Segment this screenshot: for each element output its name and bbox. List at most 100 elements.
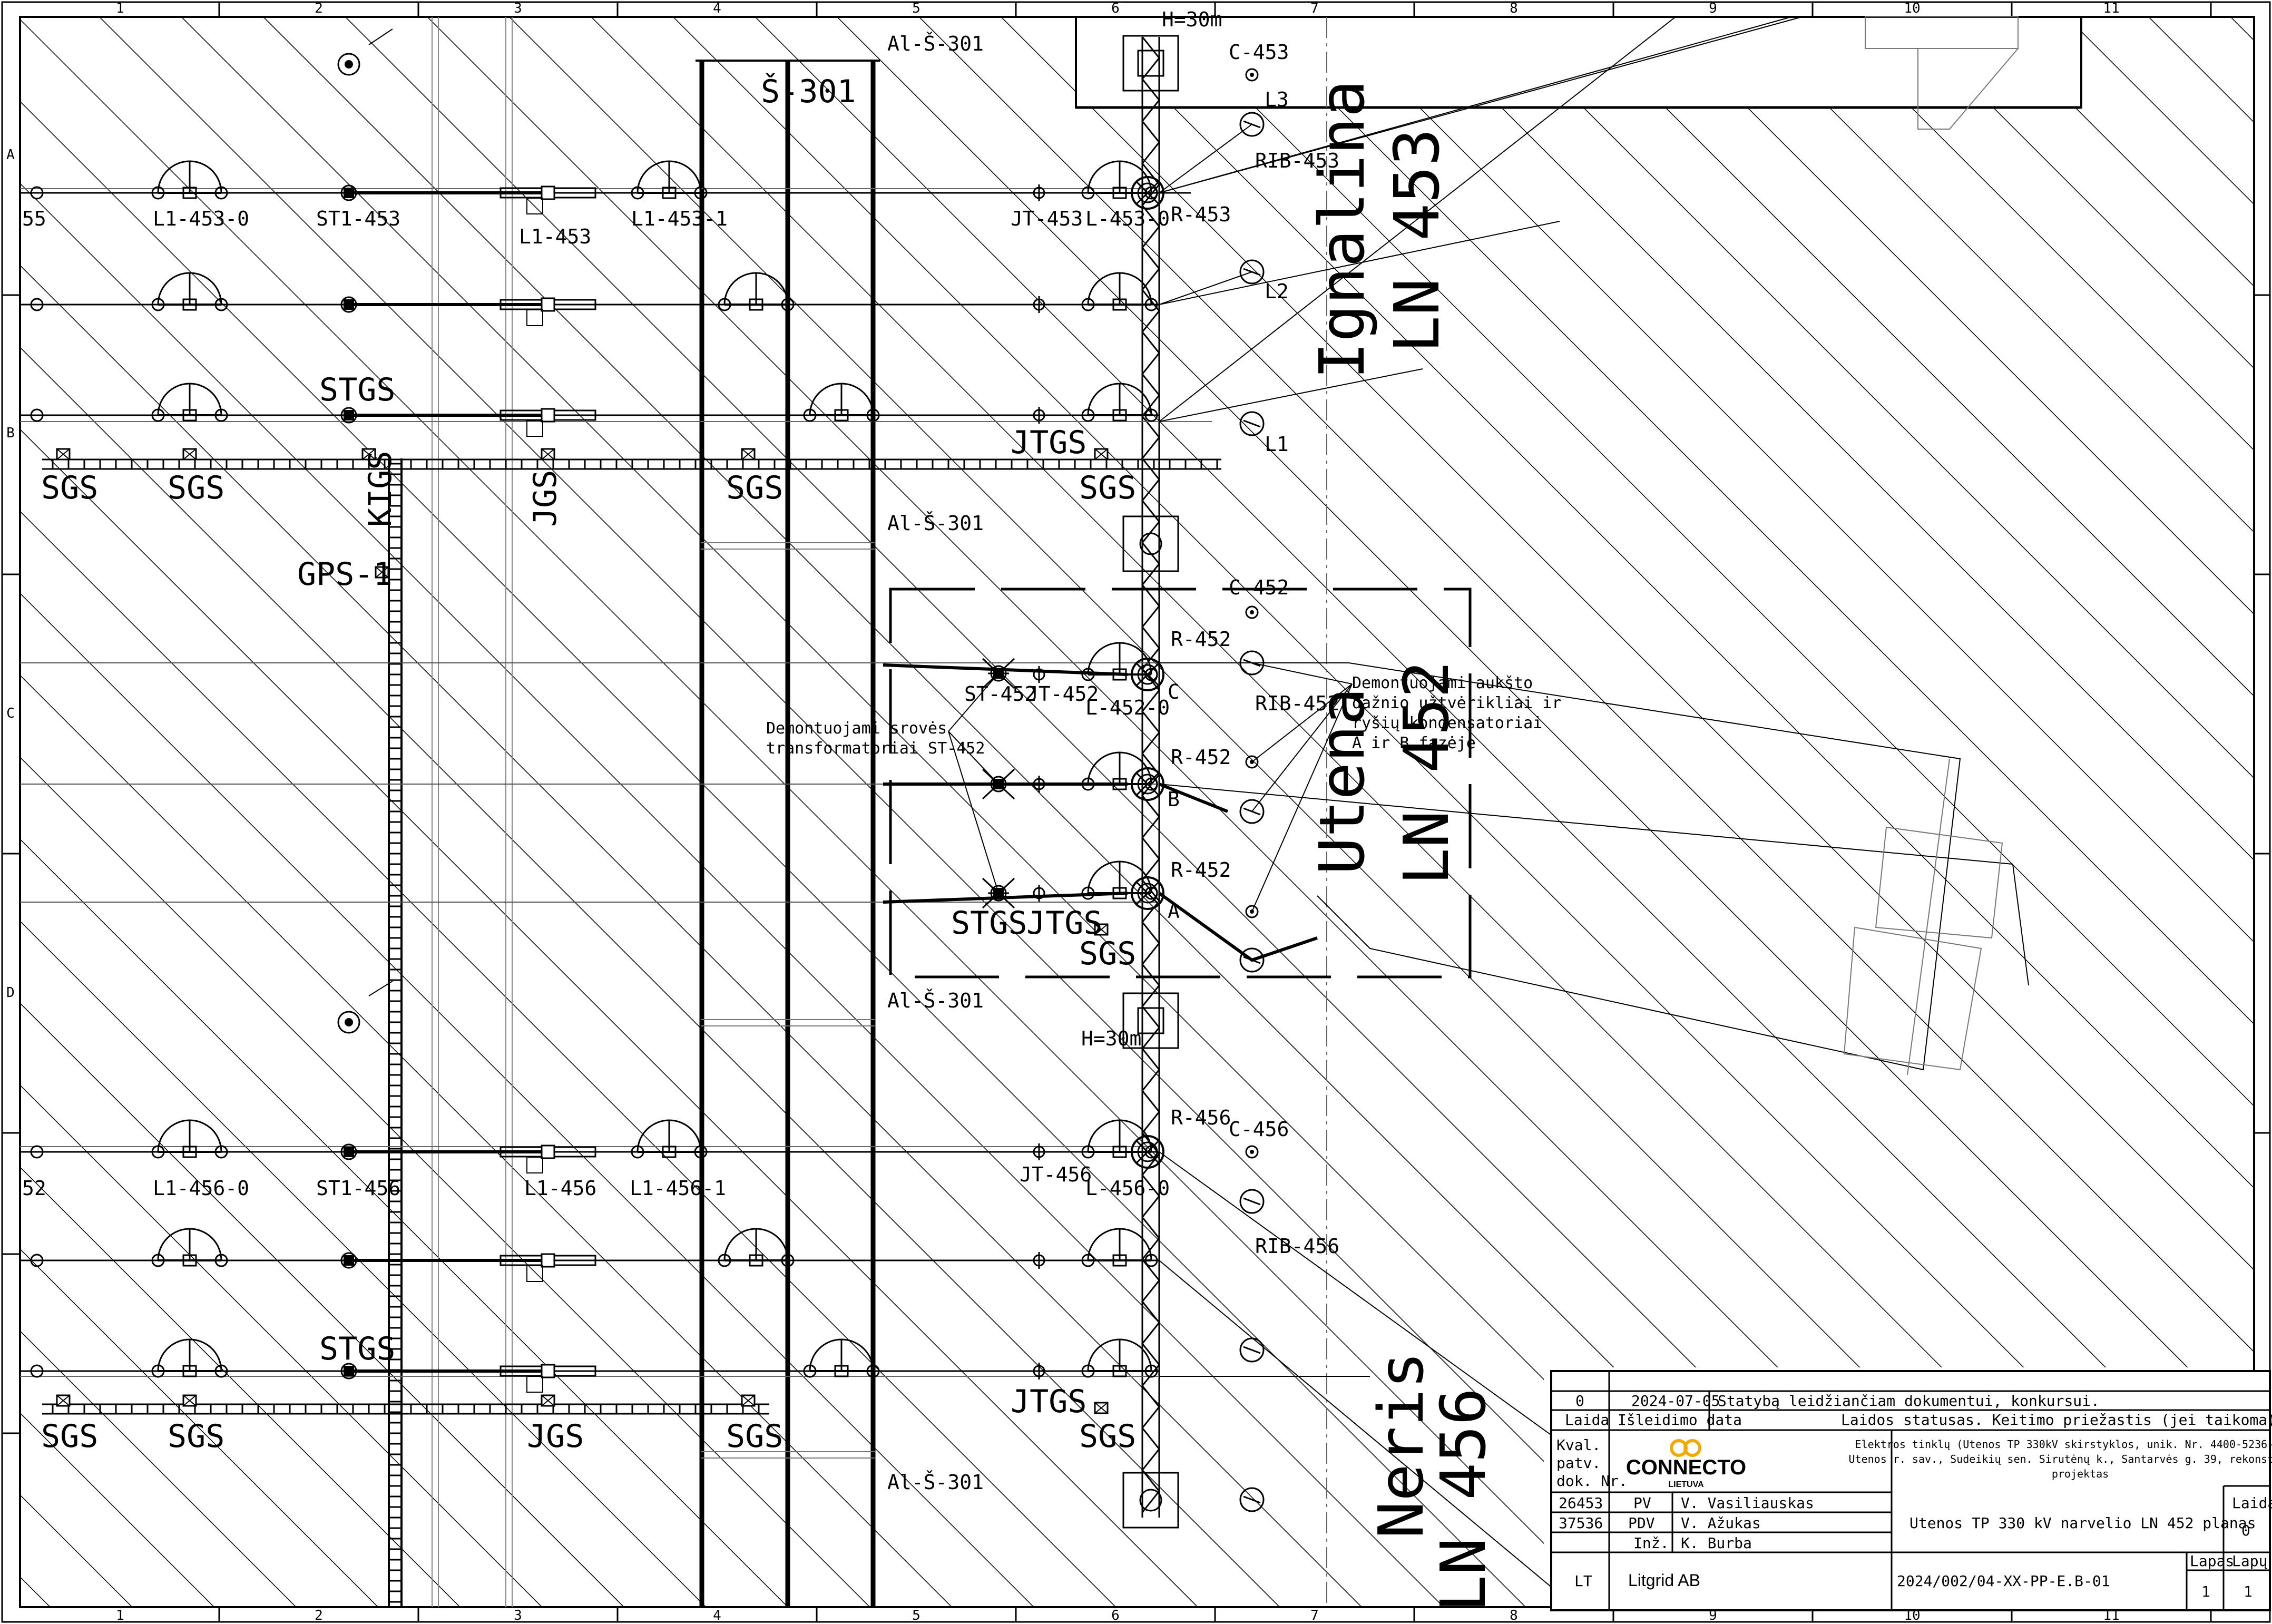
label-sgs-4: SGS (1079, 469, 1136, 506)
tb-person-2-name: V. Ažukas (1681, 1514, 1761, 1532)
col-5: 5 (912, 1, 920, 16)
gantry-tower (1122, 35, 1179, 1529)
col-3: 3 (514, 1, 522, 16)
label-jt-453: JT-453 (1011, 207, 1083, 230)
tb-project-2: Utenos r. sav., Sudeikių sen. Sirutėnų k… (1849, 1453, 2272, 1465)
row-b: B (6, 425, 15, 441)
label-c-452: C-452 (1229, 576, 1289, 599)
col-2-bottom: 2 (315, 1608, 323, 1623)
col-6: 6 (1111, 1, 1120, 16)
col-8: 8 (1510, 1, 1518, 16)
row-c: C (6, 706, 15, 721)
label-l-453-0: L-453-0 (1085, 207, 1170, 230)
tb-lapas-value: 1 (2201, 1583, 2210, 1600)
label-utena: Utena (1306, 688, 1378, 875)
label-al-s301-3: Al-Š-301 (887, 989, 984, 1012)
tb-lapas-label: Lapas (2190, 1552, 2234, 1570)
label-jtgs-bottom: JTGS (1011, 1383, 1087, 1420)
label-l1: L1 (1265, 433, 1289, 456)
label-gps1: GPS-1 (297, 556, 393, 593)
tb-lapu-value: 1 (2244, 1583, 2253, 1600)
label-jtgs-top: JTGS (1011, 424, 1087, 461)
equipment-labels: L1-453-0 ST1-453 L1-453 L1-453-1 JT-453 … (22, 8, 1339, 1494)
label-phase-b: B (1168, 788, 1180, 811)
label-r-452-b: R-452 (1171, 746, 1231, 769)
label-c-453: C-453 (1229, 41, 1289, 64)
connecto-logo: CONNECTO LIETUVA (1626, 1439, 1746, 1489)
tb-doc-no: 2024/002/04-XX-PP-E.B-01 (1897, 1572, 2110, 1590)
row-d: D (6, 985, 15, 1001)
label-rib-452: RIB-452 (1255, 692, 1339, 715)
tb-person-1-nr: 26453 (1559, 1494, 1603, 1512)
tb-kval-2: patv. (1556, 1454, 1601, 1472)
tb-laida-label: Laida (2232, 1494, 2272, 1512)
label-st1-456: ST1-456 (316, 1177, 400, 1200)
tb-person-3-name: K. Burba (1681, 1534, 1752, 1552)
tb-client: Litgrid AB (1628, 1571, 1700, 1590)
note-demont-4: A ir B fazėje (1352, 734, 1476, 752)
label-stgs-top: STGS (319, 371, 396, 408)
label-jt-452: JT-452 (1026, 682, 1099, 706)
logo-text: CONNECTO (1626, 1456, 1746, 1479)
label-phase-a: A (1168, 899, 1180, 923)
col-2: 2 (315, 1, 323, 16)
tb-hdr-status: Laidos statusas. Keitimo priežastis (jei… (1841, 1411, 2272, 1429)
tb-laida-value: 0 (2241, 1522, 2250, 1539)
tb-project-1: Elektros tinklų (Utenos TP 330kV skirsty… (1855, 1438, 2272, 1451)
label-jgs-top: JGS (527, 470, 564, 527)
col-9-bottom: 9 (1709, 1608, 1717, 1623)
label-edge-55: 55 (22, 207, 46, 230)
col-6-bottom: 6 (1111, 1608, 1120, 1623)
row-a: A (6, 147, 15, 163)
label-sgs-5: SGS (41, 1418, 98, 1455)
label-sgs-1: SGS (41, 469, 98, 506)
col-7: 7 (1310, 1, 1319, 16)
label-sgs-3: SGS (726, 469, 783, 506)
note-demont-2: dažnio užtvėrikliai ir (1352, 694, 1561, 712)
label-kigs: KIGS (362, 451, 399, 527)
label-sgs-mid: SGS (1079, 935, 1136, 972)
tb-person-1-name: V. Vasiliauskas (1681, 1494, 1814, 1512)
tb-rev-desc: Statybą leidžiančiam dokumentui, konkurs… (1718, 1392, 2100, 1410)
label-l1-456-1: L1-456-1 (630, 1177, 726, 1200)
label-r-452-a: R-452 (1171, 858, 1231, 882)
label-al-s301-4: Al-Š-301 (887, 1471, 984, 1494)
col-10: 10 (1904, 1, 1920, 16)
label-l-452-0: L-452-0 (1085, 696, 1170, 719)
col-9: 9 (1709, 1, 1717, 16)
label-st1-453: ST1-453 (316, 207, 400, 230)
area-labels: Š-301 STGS STGS JTGS JTGS JTGS STGS SGS … (41, 73, 1136, 1455)
label-h30-top: H=30m (1162, 8, 1222, 31)
label-stgs-bottom: STGS (319, 1330, 396, 1367)
col-5-bottom: 5 (912, 1608, 920, 1623)
col-7-bottom: 7 (1310, 1608, 1319, 1623)
label-jt-456: JT-456 (1020, 1163, 1092, 1186)
building-outline (1075, 16, 2082, 109)
col-4-bottom: 4 (713, 1608, 721, 1623)
title-block: 0 2024-07-05 Statybą leidžiančiam dokume… (1550, 1370, 2272, 1611)
tb-kval-1: Kval. (1556, 1436, 1601, 1454)
note-demont-3: ryšių kondensatoriai (1352, 714, 1542, 732)
label-sgs-8: SGS (1079, 1418, 1136, 1455)
label-l3: L3 (1265, 88, 1289, 111)
label-h30-mid: H=30m (1081, 1027, 1141, 1050)
tb-project-3: projektas (2052, 1468, 2109, 1480)
col-8-bottom: 8 (1510, 1608, 1518, 1623)
tb-person-3-role: Inž. (1633, 1534, 1669, 1552)
tb-kval-3: dok. Nr. (1556, 1472, 1628, 1490)
label-rib-456: RIB-456 (1255, 1235, 1339, 1258)
label-ignalina: Ignalina (1306, 80, 1378, 379)
label-neris: Neris (1365, 1352, 1437, 1539)
col-4: 4 (713, 1, 721, 16)
label-ln456: LN 456 (1427, 1388, 1500, 1612)
cable-ladder-vertical (388, 458, 403, 1607)
label-s301: Š-301 (761, 73, 856, 110)
label-l1-453-0: L1-453-0 (153, 207, 249, 230)
note-demont-1: Demontuojami aukšto (1352, 674, 1533, 692)
label-l1-456-0: L1-456-0 (153, 1177, 249, 1200)
cable-ladder-top (42, 458, 1221, 470)
label-stgs-mid: STGS (951, 905, 1027, 942)
tb-country: LT (1574, 1572, 1592, 1590)
line-names: Ignalina LN 453 Utena LN 452 Neris LN 45… (1306, 80, 1500, 1612)
label-l-456-0: L-456-0 (1085, 1177, 1170, 1200)
